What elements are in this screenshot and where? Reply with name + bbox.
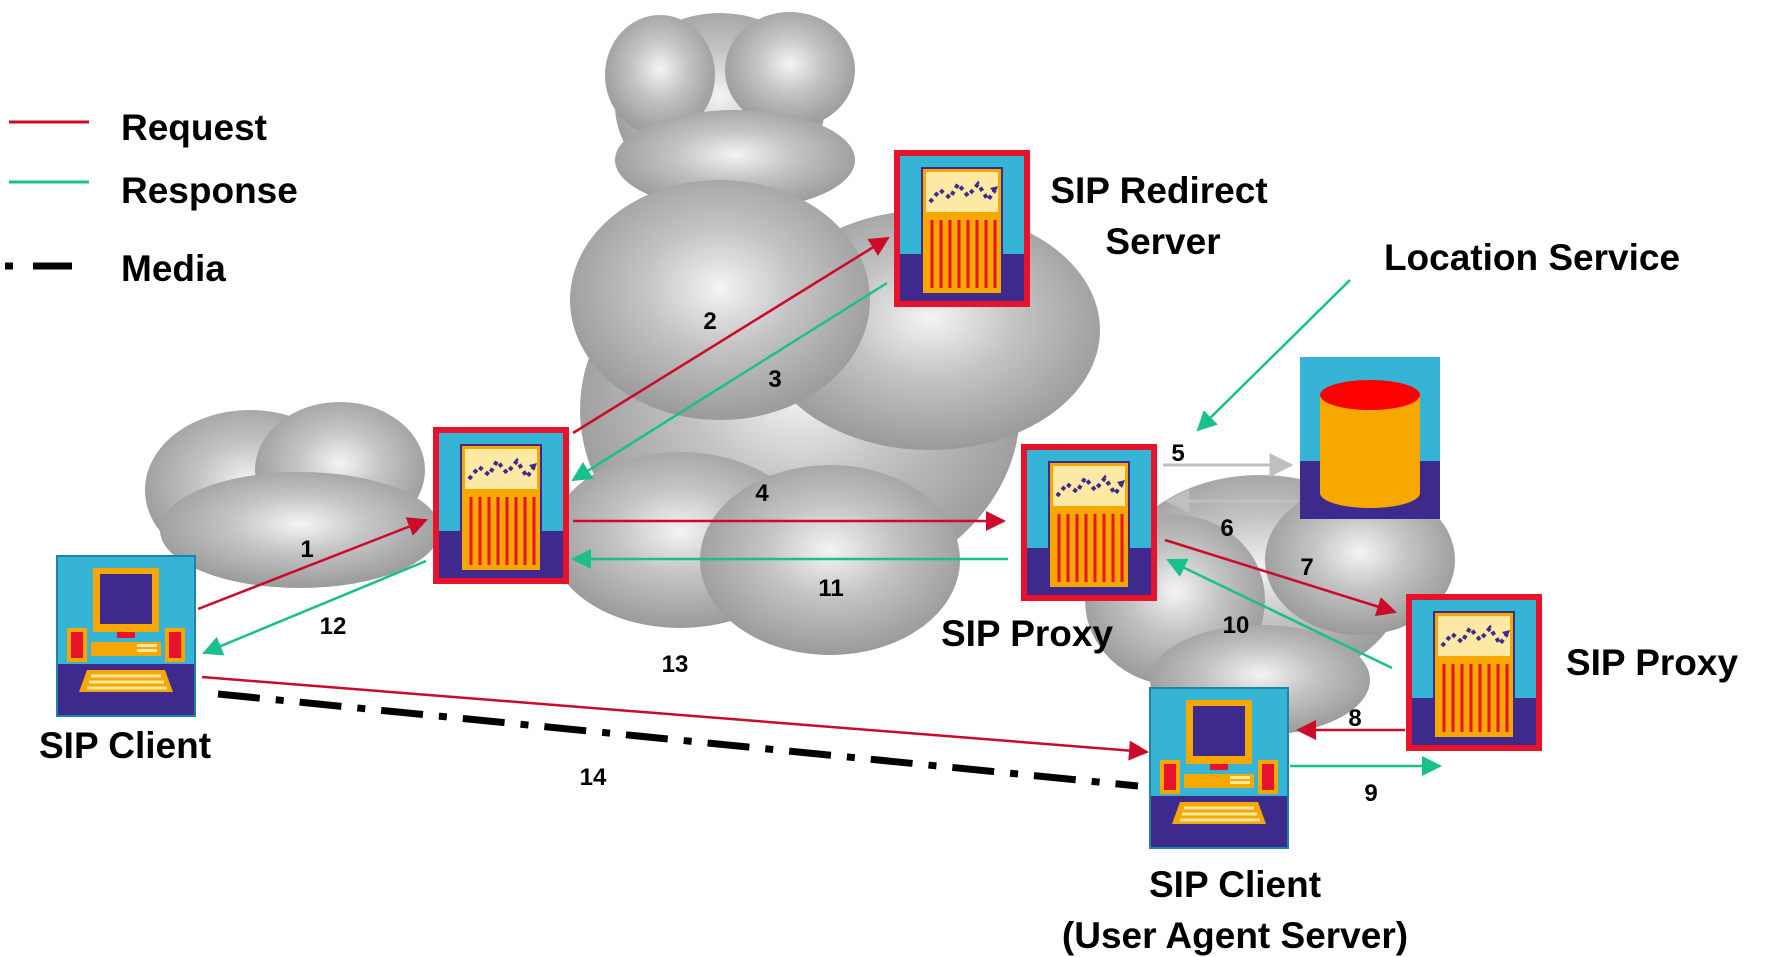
step-label-2: 2: [703, 308, 716, 335]
arrow-step-3: [571, 281, 888, 482]
legend: Request Response Media: [5, 107, 298, 289]
location-service-label: Location Service: [1384, 237, 1680, 278]
step-label-5: 5: [1171, 440, 1184, 467]
sip-client-left-node: [55, 554, 197, 718]
step-label-8: 8: [1348, 705, 1361, 732]
arrow-step-2: [572, 236, 890, 435]
step-label-9: 9: [1364, 780, 1377, 807]
arrow-step-12: [202, 559, 427, 656]
arrow-step-7: [1164, 538, 1397, 617]
originating-proxy-node: [431, 425, 571, 586]
step-label-7: 7: [1300, 554, 1313, 581]
step-numbers: 1 2 3 4 5 6 7 8 9 10 11 12 13 14: [300, 308, 1377, 807]
legend-media-label: Media: [121, 248, 226, 289]
arrow-step-1: [197, 517, 428, 611]
sip-client-right-label-line1: SIP Client: [1149, 864, 1321, 905]
sip-client-left-label: SIP Client: [39, 725, 211, 766]
arrow-step-10: [1166, 558, 1393, 670]
sip-client-right-node: [1148, 686, 1290, 850]
sip-proxy-center-label: SIP Proxy: [941, 613, 1114, 654]
sip-proxy-center-node: [1019, 442, 1159, 603]
sip-proxy-right-label: SIP Proxy: [1566, 642, 1739, 683]
location-service-database-node: [1300, 357, 1440, 519]
sip-redirect-server-label-line2: Server: [1105, 221, 1220, 262]
step-label-3: 3: [768, 366, 781, 393]
sip-redirect-server-label-line1: SIP Redirect: [1050, 170, 1267, 211]
step-label-14: 14: [580, 764, 607, 791]
message-flow-arrows: [197, 236, 1442, 790]
step-label-1: 1: [300, 536, 313, 563]
location-service-pointer: [1196, 279, 1351, 432]
network-clouds: [145, 12, 1455, 735]
legend-request-label: Request: [121, 107, 267, 148]
step-label-4: 4: [755, 480, 769, 507]
sip-redirect-server-node: [892, 148, 1032, 309]
legend-response-label: Response: [121, 170, 298, 211]
step-label-12: 12: [320, 613, 347, 640]
media-path-14: [217, 690, 1139, 790]
sip-proxy-right-node: [1404, 592, 1544, 753]
arrow-step-13: [201, 675, 1149, 761]
step-label-13: 13: [662, 651, 689, 678]
step-label-11: 11: [818, 575, 843, 602]
step-label-10: 10: [1223, 612, 1250, 639]
step-label-6: 6: [1220, 515, 1233, 542]
sip-client-right-label-line2: (User Agent Server): [1062, 915, 1408, 956]
